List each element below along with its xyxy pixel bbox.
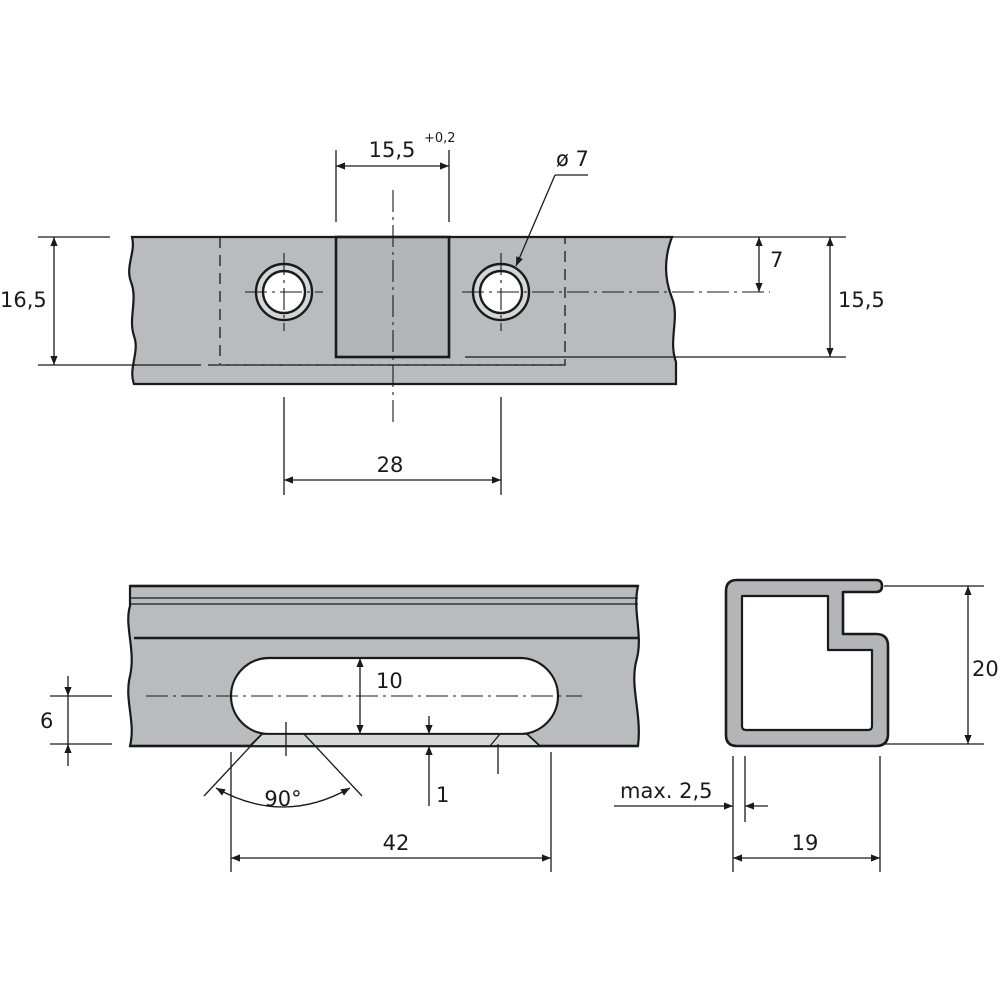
dim-slot-width: 15,5 +0,2 <box>335 131 456 222</box>
slot-chamfer <box>247 733 543 747</box>
top-hidden-outline <box>219 237 566 366</box>
svg-text:28: 28 <box>377 453 404 477</box>
svg-text:19: 19 <box>792 831 819 855</box>
svg-text:16,5: 16,5 <box>0 288 47 312</box>
profile-inner <box>740 594 874 732</box>
svg-text:6: 6 <box>40 709 53 733</box>
dim-slot-length: 42 <box>230 744 552 872</box>
dim-lip: 1 <box>425 716 449 807</box>
dim-hole-diameter: ø 7 <box>515 147 589 267</box>
svg-text:+0,2: +0,2 <box>424 131 456 146</box>
side-view: 10 6 90° 1 <box>40 584 640 872</box>
dim-total-height: 16,5 <box>0 236 136 366</box>
dim-slot-depth: 15,5 <box>676 237 885 358</box>
svg-text:90°: 90° <box>264 787 301 811</box>
svg-text:max. 2,5: max. 2,5 <box>620 779 713 803</box>
svg-text:1: 1 <box>436 783 449 807</box>
dim-profile-width: 19 <box>733 756 881 872</box>
svg-text:20: 20 <box>972 657 999 681</box>
dim-hole-offset: 7 <box>672 236 846 292</box>
dim-center-height: 6 <box>40 676 112 766</box>
profile-section: 20 max. 2,5 19 <box>614 578 999 872</box>
dim-slot-height: 10 <box>356 658 403 734</box>
svg-text:ø 7: ø 7 <box>556 147 589 171</box>
svg-text:7: 7 <box>770 248 783 272</box>
svg-text:10: 10 <box>376 669 403 693</box>
dim-hole-spacing: 28 <box>283 397 502 495</box>
svg-text:15,5: 15,5 <box>838 288 885 312</box>
dim-profile-height: 20 <box>884 585 999 745</box>
svg-text:15,5: 15,5 <box>369 138 416 162</box>
svg-text:42: 42 <box>383 831 410 855</box>
dim-chamfer-angle: 90° <box>203 722 363 811</box>
top-view: 15,5 +0,2 ø 7 16,5 7 15,5 <box>0 131 885 495</box>
dim-wall-thickness: max. 2,5 <box>614 756 768 872</box>
